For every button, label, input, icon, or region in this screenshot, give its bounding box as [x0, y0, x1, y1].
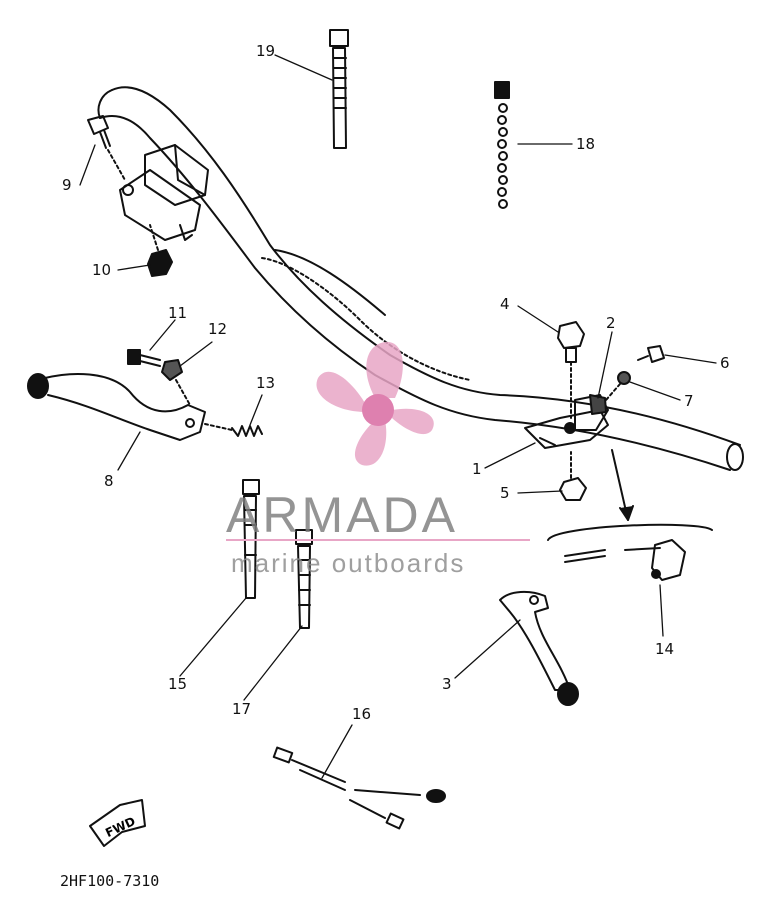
- master-cylinder-clamp: [119, 144, 209, 241]
- callout-17: 17: [232, 700, 252, 718]
- part-18-bead-chain: [494, 81, 510, 209]
- part-5-nut: [559, 451, 587, 501]
- callout-7: 7: [684, 392, 694, 410]
- watermark-brand: ARMADA: [226, 487, 458, 543]
- watermark-tagline: marine outboards: [231, 548, 466, 578]
- part-9-bolt: [87, 115, 126, 181]
- part-17-cable-tie: [295, 529, 313, 629]
- part-10-nut: [147, 224, 173, 277]
- part-14-switch: [547, 449, 713, 581]
- callout-9: 9: [62, 176, 72, 194]
- drawing-code: 2HF100-7310: [60, 872, 160, 890]
- callout-leaders: [79, 54, 717, 779]
- callout-6: 6: [720, 354, 730, 372]
- fwd-arrow-icon: [89, 799, 146, 847]
- part-11-bolt: [127, 349, 161, 367]
- part-13-spring: [204, 423, 263, 437]
- part-19-cable-tie: [329, 29, 349, 149]
- part-4-bolt: [557, 321, 585, 419]
- handlebar-tube: [97, 86, 744, 471]
- callout-11: 11: [168, 304, 188, 322]
- callout-4: 4: [500, 295, 510, 313]
- part-6-bolt: [637, 345, 665, 363]
- callout-8: 8: [104, 472, 114, 490]
- fwd-label: FWD: [103, 814, 137, 840]
- callout-14: 14: [655, 640, 675, 658]
- callout-10: 10: [92, 261, 112, 279]
- callout-16: 16: [352, 705, 372, 723]
- callout-18: 18: [576, 135, 596, 153]
- part-3-brake-lever: [499, 590, 579, 706]
- callout-2: 2: [606, 314, 616, 332]
- callout-3: 3: [442, 675, 452, 693]
- callout-1: 1: [472, 460, 482, 478]
- part-7-washer: [605, 371, 631, 401]
- callout-5: 5: [500, 484, 510, 502]
- part-16-wire-lead: [272, 746, 446, 830]
- part-2-bracket: [589, 394, 607, 415]
- part-8-clutch-lever: [27, 373, 206, 441]
- callout-19: 19: [256, 42, 276, 60]
- callout-12: 12: [208, 320, 228, 338]
- callout-13: 13: [256, 374, 276, 392]
- callout-15: 15: [168, 675, 188, 693]
- part-12-nut: [161, 359, 191, 406]
- armada-propeller-logo: [316, 341, 434, 466]
